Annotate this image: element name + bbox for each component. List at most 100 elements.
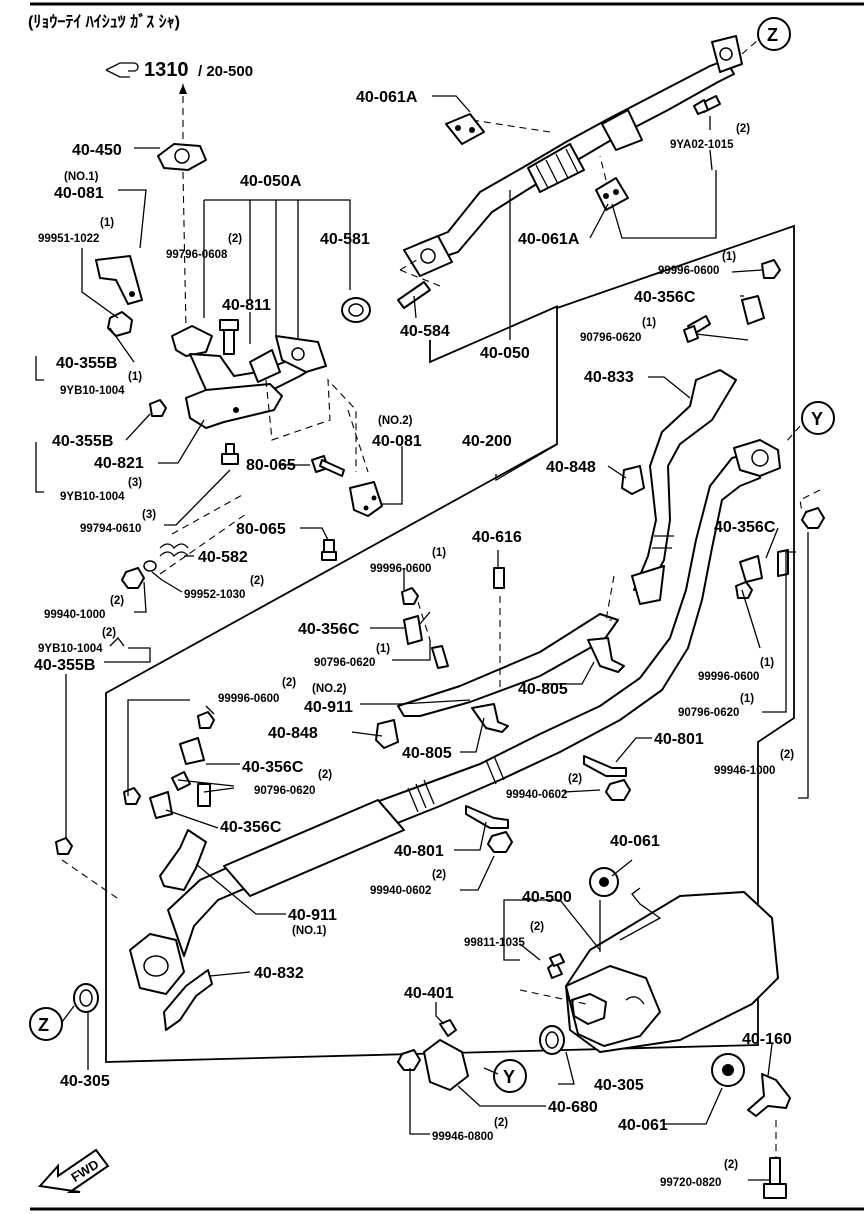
bolt-80-065-b[interactable] — [321, 539, 337, 561]
spring-40-582[interactable] — [159, 543, 189, 557]
nut-99940-0602-a[interactable] — [605, 779, 631, 801]
bolt-90796-0620-d[interactable] — [171, 771, 211, 807]
mount-rubber-40-680[interactable] — [423, 1039, 469, 1091]
bolt-40-616[interactable] — [493, 567, 505, 589]
label-40-200: 40-200 — [462, 433, 512, 450]
nut-99940-1000[interactable] — [121, 567, 145, 589]
label-99996-0600-b-qty: (1) — [760, 657, 774, 669]
label-99996-0600-d-qty: (2) — [282, 677, 296, 689]
bolt-90796-0620-a[interactable] — [431, 645, 449, 669]
clamp-40-356C-d[interactable] — [179, 737, 205, 765]
bracket-40-081-no1[interactable] — [95, 255, 143, 305]
label-9YB10-1004-2-qty: (3) — [128, 477, 142, 489]
rear-pipe-40-833[interactable] — [631, 369, 737, 605]
gasket-40-450[interactable] — [157, 143, 207, 171]
label-40-356C-b: 40-356C — [714, 519, 776, 536]
clamp-40-356C-b[interactable] — [739, 555, 763, 583]
hanger-rubber-40-061A-mid[interactable] — [595, 177, 629, 211]
clamp-40-356C-e[interactable] — [149, 791, 173, 819]
nut-99951-1022[interactable] — [107, 311, 133, 337]
group-frame-40-200 — [105, 224, 795, 1063]
label-99796-0608: 99796-0608 — [166, 249, 228, 261]
label-40-801-b: 40-801 — [394, 843, 444, 860]
label-90796-0620-a: 90796-0620 — [580, 332, 641, 344]
label-9YB10-1004-3: 9YB10-1004 — [38, 643, 103, 655]
label-90796-0620-d-qty: (2) — [318, 769, 332, 781]
bolt-99796-0608[interactable] — [219, 319, 239, 355]
reference-note[interactable]: 1310 / 20-500 — [105, 59, 253, 81]
nut-9YB10-1004-a[interactable] — [149, 399, 167, 417]
dash-gasket-to-pipe — [182, 171, 187, 331]
bracket-40-081-no2[interactable] — [349, 481, 383, 517]
label-90796-0620-a-qty: (1) — [642, 317, 656, 329]
clamp-40-356C-a[interactable] — [403, 615, 423, 645]
nut-9YB10-1004-c[interactable] — [55, 837, 73, 855]
hanger-rubber-40-061-a[interactable] — [589, 867, 619, 897]
hanger-40-801-a[interactable] — [583, 755, 627, 777]
nut-99996-0600-c[interactable] — [761, 259, 781, 279]
hanger-rubber-40-061A-top[interactable] — [445, 113, 485, 145]
label-9YA02-1015-qty: (2) — [736, 123, 750, 135]
rubber-40-848-b[interactable] — [375, 719, 399, 749]
stud-bolt-40-584[interactable] — [397, 281, 431, 309]
main-muffler-40-500[interactable] — [565, 887, 779, 1053]
part-labels: 40-061A (2) 9YA02-1015 40-061A 40-584 40… — [34, 89, 794, 1189]
bolt-90796-0620-c[interactable] — [683, 315, 711, 343]
front-pipe-40-050[interactable] — [403, 35, 743, 277]
label-40-833: 40-833 — [584, 369, 634, 386]
bolt-99720-0820[interactable] — [763, 1157, 787, 1199]
bracket-40-805-a[interactable] — [587, 637, 625, 673]
bracket-40-160[interactable] — [747, 1073, 791, 1117]
insulator-40-911-no1[interactable] — [159, 829, 207, 891]
label-99951-1022-qty: (1) — [100, 217, 114, 229]
nut-99940-0602-b[interactable] — [487, 831, 513, 853]
clamp-40-356C-c[interactable] — [741, 295, 765, 325]
rubber-40-848-a[interactable] — [621, 465, 645, 495]
label-40-081-no1-note: (NO.1) — [64, 171, 99, 183]
label-40-832: 40-832 — [254, 965, 304, 982]
label-90796-0620-b: 90796-0620 — [678, 707, 739, 719]
label-40-356C-c: 40-356C — [298, 621, 360, 638]
insulator-40-832[interactable] — [163, 969, 213, 1031]
gasket-40-581[interactable] — [341, 297, 371, 323]
dash-front-pipe — [399, 119, 607, 287]
label-40-355B-2: 40-355B — [52, 433, 113, 450]
marker-y-bottom: Y — [493, 1059, 527, 1093]
dash-y-right — [799, 489, 821, 513]
label-99996-0600-d: 99996-0600 — [218, 693, 279, 705]
marker-y-right: Y — [801, 401, 835, 435]
center-pipe-40-200[interactable] — [129, 439, 781, 995]
nut-99996-0600-a[interactable] — [401, 587, 419, 605]
gasket-40-305-a[interactable] — [539, 1025, 565, 1055]
bolt-99794-0610[interactable] — [221, 443, 239, 465]
insulator-40-911-no2[interactable] — [397, 613, 619, 717]
label-40-805-b: 40-805 — [402, 745, 452, 762]
gasket-40-305-b[interactable] — [73, 983, 99, 1013]
label-40-911-no1: 40-911 — [288, 907, 337, 924]
heat-insulator-40-821[interactable] — [185, 383, 283, 429]
bolt-80-065-a[interactable] — [311, 455, 345, 477]
arrow-up-icon — [179, 84, 187, 94]
leader-lines — [35, 95, 809, 1181]
nut-99996-0600-b[interactable] — [735, 581, 753, 599]
nut-9YB10-1004-b[interactable] — [123, 787, 141, 805]
label-99952-1030-qty: (2) — [250, 575, 264, 587]
bolt-9YA02-1015[interactable] — [693, 95, 721, 115]
nut-99996-0600-d[interactable] — [197, 711, 215, 729]
label-99811-1035-qty: (2) — [530, 921, 544, 933]
label-9YB10-1004-3-qty: (2) — [102, 627, 116, 639]
hanger-rubber-40-061-b[interactable] — [711, 1053, 745, 1087]
dash-spring — [159, 493, 247, 575]
label-99940-1000-qty: (2) — [110, 595, 124, 607]
label-40-848-a: 40-848 — [546, 459, 596, 476]
nut-99946-0800[interactable] — [397, 1049, 421, 1071]
nut-99946-1000[interactable] — [801, 507, 825, 529]
label-40-355B-3: 40-355B — [34, 657, 95, 674]
label-99996-0600-c: 99996-0600 — [370, 563, 431, 575]
label-40-911-no2: 40-911 — [304, 699, 353, 716]
label-40-911-no2-note: (NO.2) — [312, 683, 347, 695]
bolt-99811-1035[interactable] — [547, 953, 565, 979]
bracket-40-805-b[interactable] — [471, 703, 509, 733]
hanger-40-801-b[interactable] — [465, 805, 509, 829]
washer-99952-1030[interactable] — [143, 560, 157, 572]
